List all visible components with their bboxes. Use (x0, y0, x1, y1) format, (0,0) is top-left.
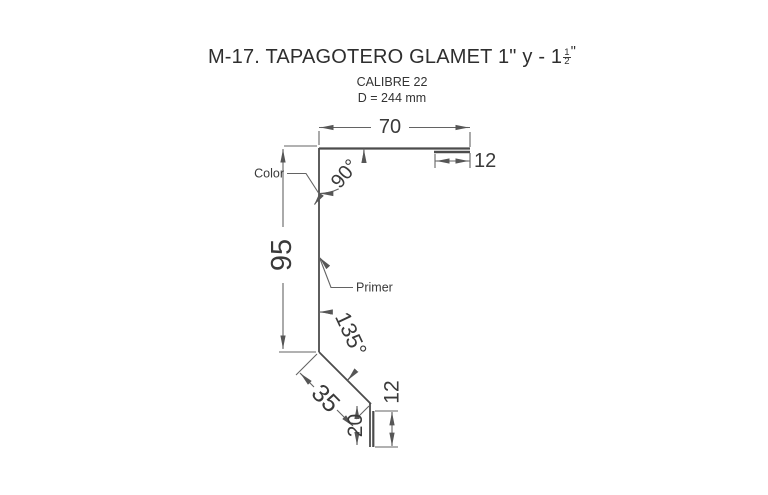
dim-text-top-width: 70 (379, 116, 401, 138)
fraction-denominator: 2 (564, 56, 570, 68)
dim-text-bottom-angle: 135° (330, 308, 372, 360)
label-color: Color (254, 167, 284, 181)
extension-line (295, 353, 318, 376)
dim-text-top-hem: 12 (474, 150, 496, 172)
angle-arc (318, 188, 339, 195)
dim-text-bottom-drop: 20 (344, 414, 367, 437)
arrowhead (300, 373, 312, 385)
subtitle-gauge: CALIBRE 22 (356, 75, 428, 89)
dim-text-bottom-hem: 12 (381, 380, 404, 403)
arrowhead (347, 368, 359, 381)
dimension-bottom-drop: 20 (344, 405, 367, 446)
leader-primer: Primer (318, 257, 393, 295)
dimension-bottom-angle: 135° (318, 308, 372, 381)
arrowhead (319, 257, 331, 270)
dimension-height: 95 (266, 145, 317, 353)
fraction-numerator: 1 (563, 46, 571, 59)
metal-profile (318, 147, 470, 447)
profile-diagonal-face (318, 351, 372, 405)
title-text: M-17. TAPAGOTERO GLAMET 1" y - 1 (207, 46, 563, 68)
dim-text-height: 95 (266, 239, 298, 271)
title-inch-mark: " (570, 43, 577, 60)
dimension-bottom-hem: 12 (375, 380, 404, 448)
label-primer: Primer (356, 281, 393, 295)
leader-color: Color (254, 167, 324, 206)
arrowhead (314, 192, 324, 206)
leader-line (287, 172, 321, 197)
dimension-top-width: 70 (318, 116, 471, 147)
arrowhead (342, 415, 354, 427)
leader-line (318, 257, 353, 289)
dimension-top-hem: 12 (434, 150, 496, 172)
subtitle-development: D = 244 mm (357, 91, 427, 105)
dimension-top-angle: 90° (318, 148, 367, 197)
dim-text-top-angle: 90° (327, 155, 363, 192)
